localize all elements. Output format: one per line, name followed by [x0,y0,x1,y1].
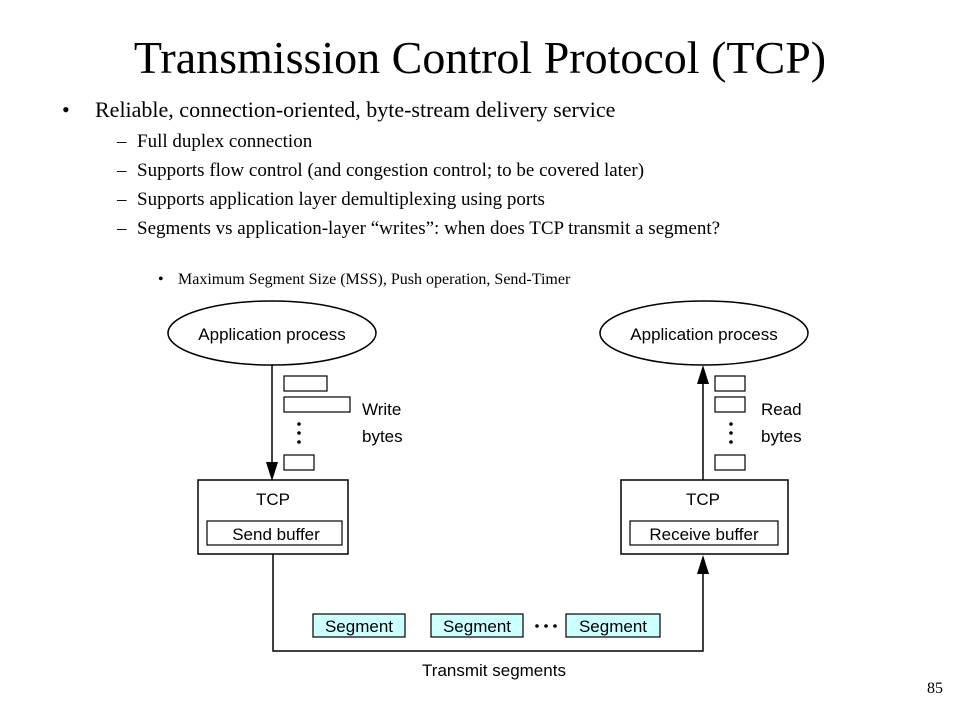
segment-label: Segment [443,617,511,636]
read-block [714,396,746,413]
transmit-segments-label: Transmit segments [422,661,566,680]
subsub-bullet-dot: • [158,271,164,288]
write-block [283,375,328,392]
sub-bullet-1: Full duplex connection [137,131,313,152]
transmit-arrow-head [697,555,709,574]
segment-label: Segment [579,617,647,636]
ellipsis-dot [729,422,733,426]
segment-box [565,613,661,638]
read-arrow-head [697,365,709,384]
sub-bullet-3: Supports application layer demultiplexin… [137,189,545,210]
ellipsis-dot [553,624,557,628]
page-number: 85 [927,680,943,697]
receive-buffer-label: Receive buffer [649,525,759,544]
right-app-label: Application process [630,325,777,344]
ellipsis-dot [297,431,301,435]
bullet-dot: • [62,97,70,122]
transmit-path [272,554,704,652]
send-buffer-label: Send buffer [232,525,320,544]
slide-title: Transmission Control Protocol (TCP) [133,32,827,83]
right-app-ellipse [599,300,809,366]
sub-bullet-dash: – [117,218,127,239]
read-block [714,375,746,392]
ellipsis-dot [297,440,301,444]
ellipsis-dot [729,431,733,435]
write-label: Write [362,400,401,419]
main-bullet: Reliable, connection-oriented, byte-stre… [95,97,616,122]
segment-label: Segment [325,617,393,636]
left-tcp-label: TCP [256,490,290,509]
read-label: Read [761,400,802,419]
receive-buffer-box [629,520,779,546]
write-block [283,396,351,413]
right-tcp-label: TCP [686,490,720,509]
subsub-bullet: Maximum Segment Size (MSS), Push operati… [178,271,571,288]
ellipsis-dot [297,422,301,426]
write-bytes-label: bytes [362,427,403,446]
sub-bullet-2: Supports flow control (and congestion co… [137,160,645,181]
ellipsis-dot [544,624,548,628]
ellipsis-dot [535,624,539,628]
read-bytes-label: bytes [761,427,802,446]
ellipsis-dot [729,440,733,444]
write-arrow-head [266,462,278,481]
sub-bullet-dash: – [117,189,127,210]
segment-box [430,613,524,638]
sub-bullet-dash: – [117,131,127,152]
left-app-label: Application process [198,325,345,344]
segment-box [312,613,406,638]
sub-bullet-4: Segments vs application-layer “writes”: … [137,218,721,239]
write-block [283,454,315,471]
sub-bullet-dash: – [117,160,127,181]
read-block [714,454,746,471]
send-buffer-box [206,520,343,546]
